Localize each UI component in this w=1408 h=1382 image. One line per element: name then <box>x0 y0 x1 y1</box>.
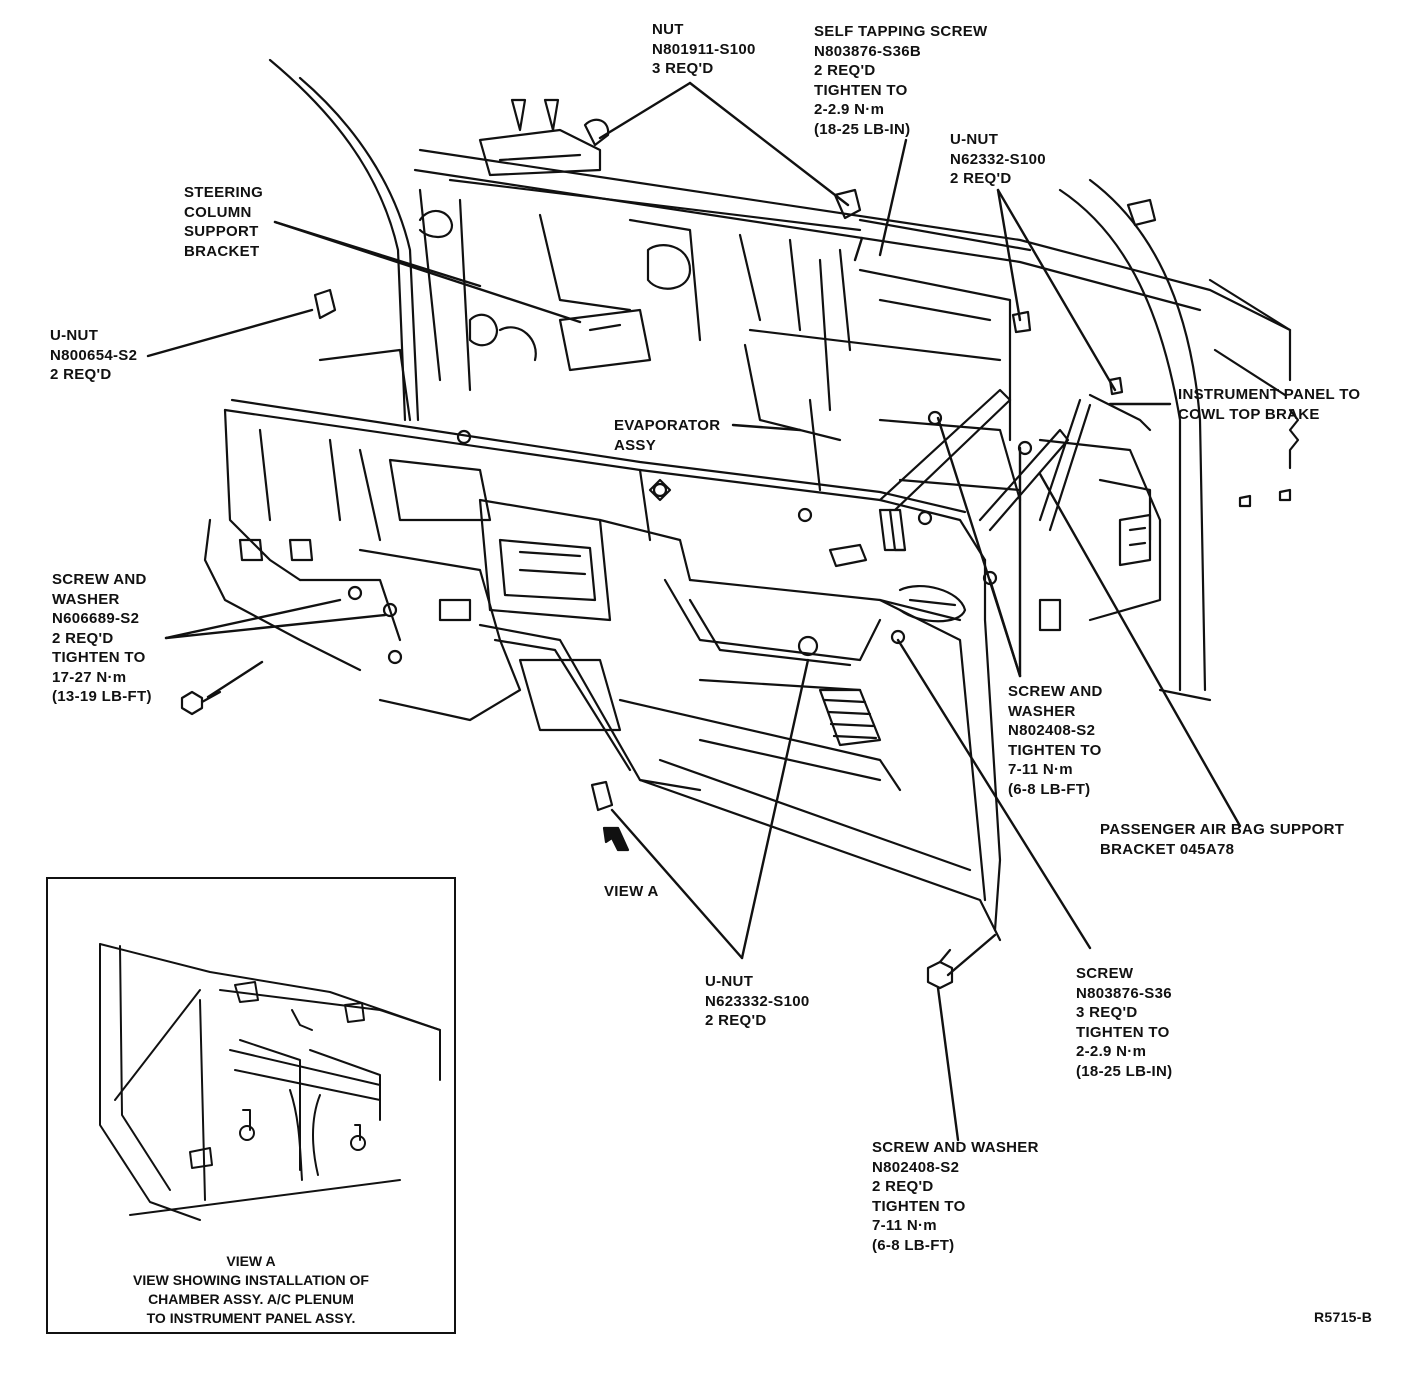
label-line: VIEW A <box>604 883 659 900</box>
label-line: SCREW AND <box>1008 683 1103 700</box>
label-instrument-panel-to-cowl: INSTRUMENT PANEL TO COWL TOP BRAKE <box>1178 385 1360 424</box>
label-line: N803876-S36B <box>814 42 922 60</box>
label-line: NUT <box>652 21 684 38</box>
label-line: (18-25 LB-IN) <box>814 120 911 138</box>
label-line: 3 REQ'D <box>1076 1004 1138 1021</box>
label-line: N803876-S36 <box>1076 984 1172 1002</box>
label-line: TIGHTEN TO <box>814 81 908 99</box>
label-line: COLUMN <box>184 203 252 221</box>
label-line: 2 REQ'D <box>705 1012 767 1029</box>
label-line: SCREW <box>1076 965 1134 982</box>
label-screw-and-washer-mid: SCREW AND WASHER N802408-S2 TIGHTEN TO 7… <box>1008 682 1103 799</box>
caption-line: VIEW SHOWING INSTALLATION OF <box>133 1272 369 1288</box>
label-line: 2 REQ'D <box>814 62 876 79</box>
caption-line: TO INSTRUMENT PANEL ASSY. <box>146 1310 356 1326</box>
label-line: 7-11 N·m <box>872 1217 937 1234</box>
label-line: N801911-S100 <box>652 40 756 58</box>
caption-line: VIEW A <box>226 1253 276 1269</box>
label-line: TIGHTEN TO <box>1076 1023 1170 1041</box>
instrument-panel-body <box>203 398 1002 942</box>
firewall-structure <box>318 188 1162 632</box>
label-line: BRACKET <box>184 242 260 260</box>
label-screw-and-washer-left: SCREW AND WASHER N606689-S2 2 REQ'D TIGH… <box>52 570 152 707</box>
label-line: ASSY <box>614 436 657 454</box>
label-line: SCREW AND WASHER <box>872 1139 1039 1156</box>
figure-id: R5715-B <box>1314 1309 1373 1325</box>
label-line: 2 REQ'D <box>50 366 112 383</box>
label-line: TIGHTEN TO <box>872 1197 966 1215</box>
label-self-tapping-screw: SELF TAPPING SCREW N803876-S36B 2 REQ'D … <box>814 22 987 139</box>
label-line: INSTRUMENT PANEL TO <box>1178 386 1361 403</box>
label-line: N802408-S2 <box>872 1158 960 1176</box>
label-line: 2 REQ'D <box>950 170 1012 187</box>
view-a-caption: VIEW A VIEW SHOWING INSTALLATION OF CHAM… <box>48 1252 454 1328</box>
label-line: SUPPORT <box>184 223 259 240</box>
label-line: SELF TAPPING SCREW <box>814 23 988 40</box>
view-a-arrow-icon <box>602 826 630 852</box>
label-screw-bottom: SCREW N803876-S36 3 REQ'D TIGHTEN TO 2-2… <box>1076 964 1172 1081</box>
label-line: WASHER <box>1008 702 1076 720</box>
label-screw-and-washer-bottom: SCREW AND WASHER N802408-S2 2 REQ'D TIGH… <box>872 1138 1039 1255</box>
label-line: PASSENGER AIR BAG SUPPORT <box>1100 821 1345 838</box>
label-line: 2-2.9 N·m <box>1076 1043 1147 1060</box>
label-line: WASHER <box>52 590 120 608</box>
label-nut: NUT N801911-S100 3 REQ'D <box>652 20 756 79</box>
label-line: SCREW AND <box>52 571 147 588</box>
leader-lines <box>146 81 1242 1142</box>
label-line: U-NUT <box>950 131 999 148</box>
label-u-nut-bottom: U-NUT N623332-S100 2 REQ'D <box>705 972 810 1031</box>
label-line: (6-8 LB-FT) <box>1008 780 1091 798</box>
label-line: N62332-S100 <box>950 150 1046 168</box>
label-line: EVAPORATOR <box>614 417 721 434</box>
label-line: N802408-S2 <box>1008 722 1096 739</box>
label-line: (6-8 LB-FT) <box>872 1236 955 1254</box>
label-steering-column-support-bracket: STEERING COLUMN SUPPORT BRACKET <box>184 183 263 261</box>
label-view-a-arrow: VIEW A <box>604 882 659 902</box>
label-evaporator-assy: EVAPORATOR ASSY <box>614 416 720 455</box>
label-line: 3 REQ'D <box>652 60 714 77</box>
label-line: 2 REQ'D <box>872 1178 934 1195</box>
label-line: 2-2.9 N·m <box>814 101 885 118</box>
label-line: STEERING <box>184 184 264 201</box>
label-line: TIGHTEN TO <box>1008 741 1102 759</box>
label-line: 2 REQ'D <box>52 629 114 647</box>
label-u-nut-left: U-NUT N800654-S2 2 REQ'D <box>50 326 137 385</box>
view-a-inset-drawing <box>99 943 441 1221</box>
caption-line: CHAMBER ASSY. A/C PLENUM <box>148 1291 354 1307</box>
label-line: (18-25 LB-IN) <box>1076 1062 1173 1080</box>
label-line: (13-19 LB-FT) <box>52 688 152 705</box>
label-u-nut-top-right: U-NUT N62332-S100 2 REQ'D <box>950 130 1046 189</box>
label-line: U-NUT <box>50 327 99 344</box>
brackets <box>808 258 1152 552</box>
label-line: N800654-S2 <box>50 346 138 364</box>
label-line: U-NUT <box>705 973 754 990</box>
cowl-frame <box>268 58 1292 702</box>
label-line: BRACKET 045A78 <box>1100 840 1235 858</box>
label-line: N606689-S2 <box>52 610 140 627</box>
label-passenger-airbag-bracket: PASSENGER AIR BAG SUPPORT BRACKET 045A78 <box>1100 820 1344 859</box>
label-line: N623332-S100 <box>705 992 810 1010</box>
label-line: TIGHTEN TO <box>52 649 146 666</box>
label-line: 17-27 N·m <box>52 668 127 686</box>
view-a-inset-frame <box>46 877 456 1334</box>
label-line: COWL TOP BRAKE <box>1178 405 1320 423</box>
label-line: 7-11 N·m <box>1008 761 1073 778</box>
